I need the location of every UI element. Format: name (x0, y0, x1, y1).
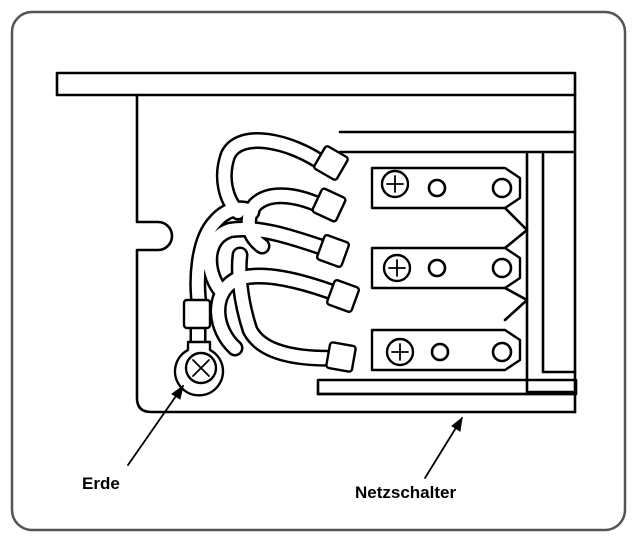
power-switch-label: Netzschalter (355, 483, 456, 502)
ground-label: Erde (82, 474, 120, 493)
terminal-plate-2 (370, 246, 529, 322)
diagram-frame (10, 10, 627, 532)
terminal-plate-1 (370, 166, 529, 250)
power-switch-body (316, 130, 578, 396)
wire-sleeves (182, 145, 361, 373)
terminal-screw-3 (385, 337, 415, 367)
chassis (55, 71, 577, 414)
terminal-screw-2 (382, 253, 412, 283)
ground-leader-arrow (127, 384, 184, 466)
switch-leader-arrow (424, 416, 463, 479)
ground-terminal (173, 340, 225, 397)
terminal-screw-1 (380, 169, 410, 199)
